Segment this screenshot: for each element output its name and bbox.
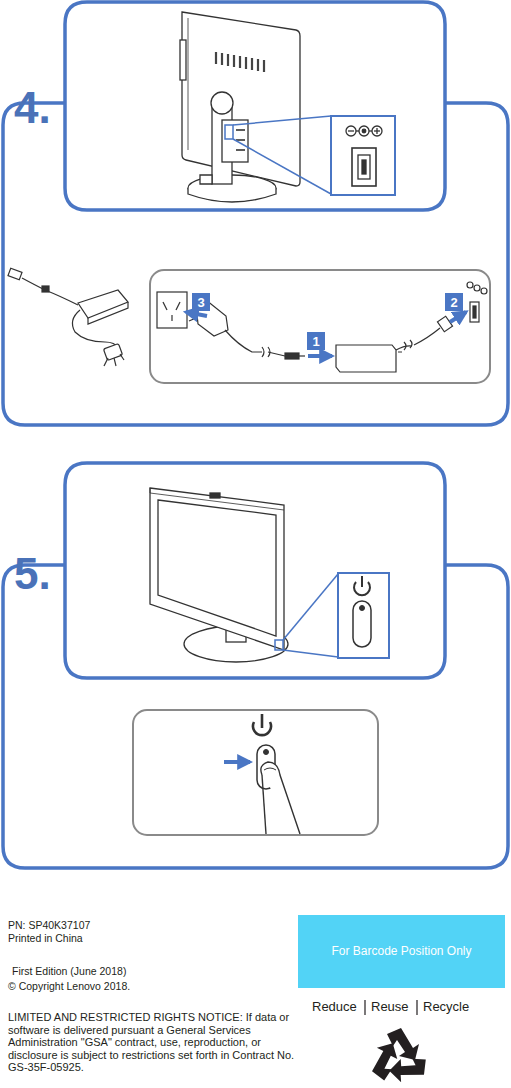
recycling-word: Reuse [371,999,409,1015]
step-panel: 5. [0,460,511,872]
callout-text: 2 [450,296,457,309]
step-number: 5. [14,552,51,596]
panel-outline [0,460,511,872]
connection-detail [157,282,487,372]
recycle-arrow [363,1040,407,1084]
rights-notice: LIMITED AND RESTRICTED RIGHTS NOTICE: If… [8,1011,300,1074]
recycle-symbol [363,1028,431,1088]
recycling-word: Recycle [423,999,469,1015]
action-arrows [186,312,466,356]
callout-number: 2 [445,293,463,311]
edition-note: First Edition (June 2018) [12,965,126,978]
step-number: 4. [14,86,51,130]
power-adapter [8,268,128,366]
dc-jack-callout [331,116,395,195]
callout-number: 1 [307,332,325,350]
callout-number: 3 [192,293,210,311]
part-number: PN: SP40K37107 [8,919,90,932]
power-button-callout [338,573,389,658]
detail-frame [150,270,490,383]
recycling-word: Reduce [312,999,357,1015]
origin-note: Printed in China [8,932,83,945]
separator-bars [365,1000,417,1015]
step-panel: 4. 3 2 1 [0,0,511,430]
finger-press [224,714,300,834]
copyright-note: © Copyright Lenovo 2018. [8,980,130,993]
panel-border [3,463,508,868]
detail-frame [133,710,378,835]
leader-lines [233,116,331,194]
monitor-rear [180,12,300,202]
monitor-front [150,488,288,662]
leader-lines [283,574,338,657]
barcode-area: For Barcode Position Only [298,915,505,988]
panel-border [3,2,508,425]
panel-outline [0,0,511,430]
callout-text: 3 [197,296,204,309]
barcode-text: For Barcode Position Only [331,944,471,958]
callout-text: 1 [312,335,319,348]
